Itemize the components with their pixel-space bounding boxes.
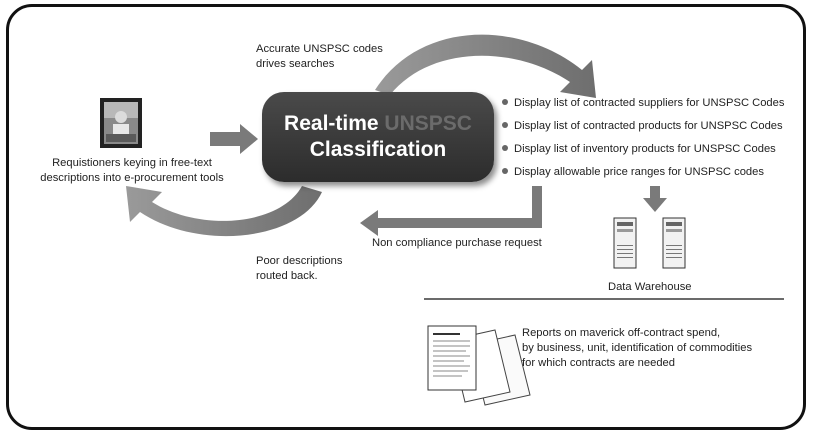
poor-descriptions-line-1: Poor descriptions <box>256 255 343 267</box>
center-box-title-accent: UNSPSC <box>384 112 472 135</box>
bullet-icon <box>502 145 508 152</box>
elbow-arrow <box>360 186 542 236</box>
poor-descriptions-line-2: routed back. <box>256 270 318 282</box>
realtime-unspsc-classification-box: Real-time UNSPSC Classification <box>262 92 494 182</box>
accurate-codes-label: Accurate UNSPSC codes drives searches <box>256 42 383 72</box>
reports-label: Reports on maverick off-contract spend, … <box>522 326 752 371</box>
accurate-codes-line-2: drives searches <box>256 58 335 70</box>
bottom-arc-arrow <box>126 186 322 237</box>
display-list-item: Display list of contracted products for … <box>502 115 784 138</box>
bullet-icon <box>502 168 508 175</box>
center-box-title-part1: Real-time <box>284 112 379 135</box>
reports-line-3: for which contracts are needed <box>522 357 675 369</box>
center-box-title-line-2: Classification <box>309 138 447 161</box>
display-list: Display list of contracted suppliers for… <box>502 92 784 184</box>
display-list-item: Display allowable price ranges for UNSPS… <box>502 161 784 184</box>
report-documents-icon <box>427 325 531 406</box>
accurate-codes-line-1: Accurate UNSPSC codes <box>256 43 383 55</box>
reports-line-2: by business, unit, identification of com… <box>522 342 753 354</box>
top-arc-arrow <box>375 34 596 98</box>
requisitioners-line-2: descriptions into e-procurement tools <box>40 172 224 184</box>
poor-descriptions-label: Poor descriptions routed back. <box>256 254 342 284</box>
bullet-icon <box>502 99 508 106</box>
reports-line-1: Reports on maverick off-contract spend, <box>522 327 721 339</box>
display-list-item: Display list of inventory products for U… <box>502 138 784 161</box>
requisitioners-line-1: Requistioners keying in free-text <box>52 157 212 169</box>
display-list-item: Display list of contracted suppliers for… <box>502 92 784 115</box>
non-compliance-label: Non compliance purchase request <box>372 237 542 249</box>
person-at-computer-photo <box>100 98 142 148</box>
right-arrow <box>210 124 258 154</box>
server-tower-icon <box>613 217 686 269</box>
section-divider <box>424 298 784 300</box>
data-warehouse-label: Data Warehouse <box>608 281 692 293</box>
down-arrow <box>643 186 667 212</box>
center-box-title-line-1: Real-time UNSPSC <box>284 111 472 137</box>
requisitioners-label: Requistioners keying in free-text descri… <box>16 156 248 186</box>
bullet-icon <box>502 122 508 129</box>
